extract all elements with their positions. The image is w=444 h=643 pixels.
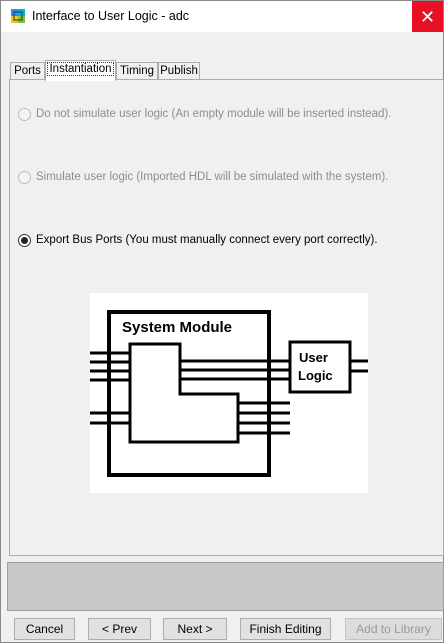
tab-timing[interactable]: Timing	[116, 62, 158, 80]
system-module-label: System Module	[122, 319, 232, 336]
instantiation-panel: Do not simulate user logic (An empty mod…	[9, 79, 444, 556]
option-simulate[interactable]: Simulate user logic (Imported HDL will b…	[18, 169, 388, 185]
option-label: Export Bus Ports (You must manually conn…	[36, 234, 378, 246]
close-button[interactable]: ✕	[412, 1, 443, 32]
tab-instantiation[interactable]: Instantiation	[45, 60, 116, 81]
window-title: Interface to User Logic - adc	[32, 9, 190, 23]
finish-editing-button[interactable]: Finish Editing	[240, 618, 331, 640]
close-icon: ✕	[419, 6, 436, 27]
radio-button[interactable]	[18, 170, 31, 184]
app-logo-icon	[11, 9, 25, 23]
user-logic-label-line1: User	[299, 350, 328, 365]
radio-button-selected[interactable]	[18, 233, 31, 247]
user-logic-box	[288, 340, 352, 394]
message-area	[7, 562, 444, 611]
radio-button[interactable]	[18, 107, 31, 121]
next-button[interactable]: Next >	[163, 618, 227, 640]
option-label: Do not simulate user logic (An empty mod…	[36, 108, 392, 120]
cancel-button[interactable]: Cancel	[14, 618, 75, 640]
system-module-diagram: System Module User Logic	[90, 293, 368, 493]
add-to-library-button[interactable]: Add to Library	[345, 618, 442, 640]
inner-logic-shape	[128, 342, 240, 444]
option-label: Simulate user logic (Imported HDL will b…	[36, 171, 389, 183]
user-logic-label-line2: Logic	[298, 368, 333, 383]
prev-button[interactable]: < Prev	[88, 618, 151, 640]
option-do-not-simulate[interactable]: Do not simulate user logic (An empty mod…	[18, 106, 391, 122]
system-module-box	[107, 310, 271, 477]
tab-ports[interactable]: Ports	[10, 62, 45, 80]
option-export-bus-ports[interactable]: Export Bus Ports (You must manually conn…	[18, 232, 378, 248]
tab-publish[interactable]: Publish	[158, 62, 200, 80]
title-bar[interactable]: Interface to User Logic - adc ✕	[1, 1, 443, 32]
